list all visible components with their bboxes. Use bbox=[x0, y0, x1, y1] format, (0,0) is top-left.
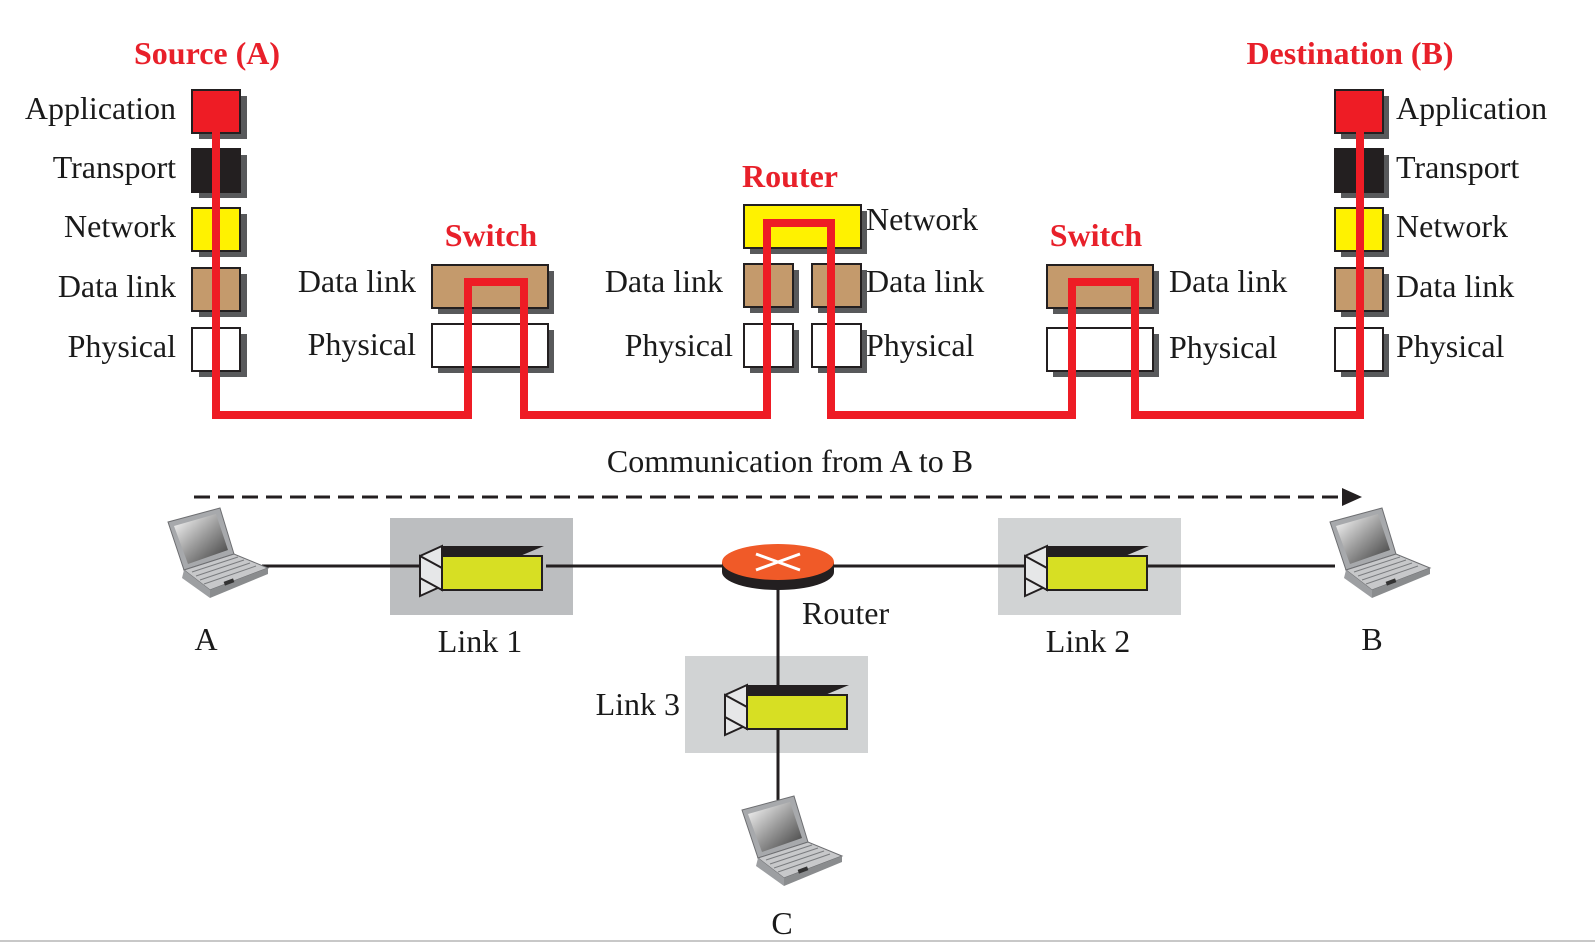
dest-application-label: Application bbox=[1396, 90, 1547, 126]
router-right-datalink-box bbox=[811, 263, 862, 308]
router-stack: Network Data link Physical Data link Phy… bbox=[605, 201, 984, 373]
dest-transport-label: Transport bbox=[1396, 149, 1519, 185]
router-right-physical-box bbox=[811, 323, 862, 368]
link3-label: Link 3 bbox=[596, 686, 680, 722]
arrowhead-icon bbox=[1342, 488, 1362, 506]
source-transport-label: Transport bbox=[53, 149, 176, 185]
switch-link1-icon bbox=[419, 545, 545, 597]
source-datalink-label: Data link bbox=[58, 268, 176, 304]
switch-left-physical-box bbox=[431, 323, 549, 368]
switch-left-datalink-box bbox=[431, 264, 549, 309]
host-c-label: C bbox=[771, 905, 792, 941]
router-right-physical-label: Physical bbox=[866, 327, 975, 363]
switch-left-stack: Data link Physical bbox=[298, 263, 554, 373]
destination-title: Destination (B) bbox=[1246, 35, 1453, 71]
network-links bbox=[262, 564, 1335, 800]
router-left-datalink-label: Data link bbox=[605, 263, 723, 299]
switch-link3-icon bbox=[724, 684, 850, 736]
switch-right-datalink-label: Data link bbox=[1169, 263, 1287, 299]
source-stack: Application Transport Network Data link … bbox=[25, 89, 247, 377]
router-label: Router bbox=[802, 595, 889, 631]
communication-label: Communication from A to B bbox=[607, 443, 973, 479]
router-icon bbox=[722, 544, 834, 590]
router-title: Router bbox=[742, 158, 838, 194]
laptop-a-icon bbox=[167, 507, 269, 599]
destination-stack: Application Transport Network Data link … bbox=[1334, 89, 1547, 377]
switch-left-datalink-label: Data link bbox=[298, 263, 416, 299]
bottom-divider bbox=[0, 940, 1595, 942]
dest-physical-label: Physical bbox=[1396, 328, 1505, 364]
host-b-label: B bbox=[1361, 621, 1382, 657]
data-path-line bbox=[212, 110, 1364, 419]
dest-datalink-label: Data link bbox=[1396, 268, 1514, 304]
router-left-physical-label: Physical bbox=[625, 327, 734, 363]
laptop-c-icon bbox=[741, 795, 843, 887]
source-application-label: Application bbox=[25, 90, 176, 126]
dest-network-label: Network bbox=[1396, 208, 1508, 244]
host-a-label: A bbox=[194, 621, 217, 657]
source-title: Source (A) bbox=[134, 35, 280, 71]
router-right-datalink-label: Data link bbox=[866, 263, 984, 299]
switch-right-physical-label: Physical bbox=[1169, 329, 1278, 365]
switch-link2-icon bbox=[1024, 545, 1150, 597]
switch-left-physical-label: Physical bbox=[308, 326, 417, 362]
link2-label: Link 2 bbox=[1046, 623, 1130, 659]
laptop-b-icon bbox=[1329, 507, 1431, 599]
link1-label: Link 1 bbox=[438, 623, 522, 659]
source-physical-label: Physical bbox=[68, 328, 177, 364]
source-network-label: Network bbox=[64, 208, 176, 244]
switch-right-title: Switch bbox=[1050, 217, 1143, 253]
switch-left-title: Switch bbox=[445, 217, 538, 253]
router-network-label: Network bbox=[866, 201, 978, 237]
